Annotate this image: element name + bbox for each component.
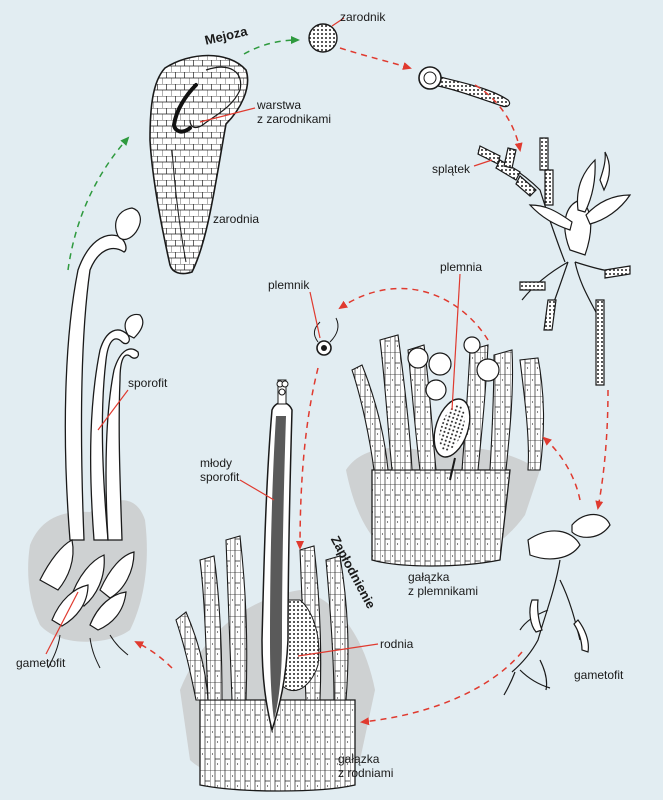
label-leader-lines: [45, 17, 493, 657]
antheridium-label: plemnia: [440, 260, 483, 274]
spore-label: zarodnik: [340, 10, 386, 24]
archegonium-label: rodnia: [380, 637, 414, 651]
young-sporophyte-drawing: [261, 379, 293, 733]
leader-sporofit: [97, 389, 129, 431]
arrow-spore-to-germination: [339, 47, 412, 70]
spore-drawing: [308, 23, 338, 53]
life-cycle-arrows: [67, 36, 609, 726]
male-branch-label: gałązka z plemnikami: [408, 570, 478, 598]
germinating-spore-drawing: [418, 66, 511, 108]
spore-layer-label: warstwa z zarodnikami: [257, 98, 331, 126]
arrow-antheridium-to-sperm: [338, 287, 489, 341]
archegonia-branch-drawing: [175, 535, 375, 792]
sperm-cell-drawing: [313, 317, 339, 356]
arrow-protonema-to-gametophyte: [595, 389, 609, 510]
young-gametophyte-drawing: [503, 513, 611, 696]
male-branch-label-line2: z plemnikami: [408, 584, 479, 598]
sporophyte-label: sporofit: [128, 376, 168, 390]
spore-layer-label-line1: warstwa: [257, 98, 302, 112]
gametophyte-right-label: gametofit: [574, 668, 624, 682]
leader-mlody-sporofit: [239, 479, 275, 501]
protonema-label: splątek: [432, 162, 471, 176]
arrow-gametophyte-to-antheridia: [542, 436, 581, 501]
capsule-label: zarodnia: [213, 212, 260, 226]
female-branch-label: gałązka z rodniami: [338, 752, 393, 780]
antheridia-branch-drawing: [346, 334, 545, 567]
leader-splatek: [473, 159, 493, 167]
leader-warstwa: [199, 107, 256, 123]
female-branch-label-line1: gałązka: [338, 752, 380, 766]
leader-plemnia: [451, 273, 461, 411]
arrow-sperm-to-archegonium: [296, 367, 319, 550]
young-sporophyte-label-line2: sporofit: [200, 470, 240, 484]
young-sporophyte-label-line1: młody: [200, 456, 233, 470]
leader-zarodnik: [331, 17, 345, 27]
arrow-gametophyte-to-archegonia: [360, 651, 523, 726]
arrow-archegonia-to-moss: [134, 641, 173, 669]
leader-rodnia: [297, 643, 379, 657]
leader-plemnik: [309, 291, 321, 339]
spore-layer-label-line2: z zarodnikami: [257, 112, 332, 126]
young-sporophyte-label: młody sporofit: [200, 456, 239, 484]
sperm-label: plemnik: [268, 278, 310, 292]
male-branch-label-line1: gałązka: [408, 570, 450, 584]
leader-gametofit-left: [45, 591, 79, 655]
gametophyte-left-label: gametofit: [16, 656, 66, 670]
capsule-drawing: [149, 54, 249, 275]
arrow-capsule-to-spore: [243, 36, 300, 55]
protonema-drawing: [477, 137, 632, 386]
mature-moss-drawing: [28, 207, 147, 669]
female-branch-label-line2: z rodniami: [338, 766, 394, 780]
